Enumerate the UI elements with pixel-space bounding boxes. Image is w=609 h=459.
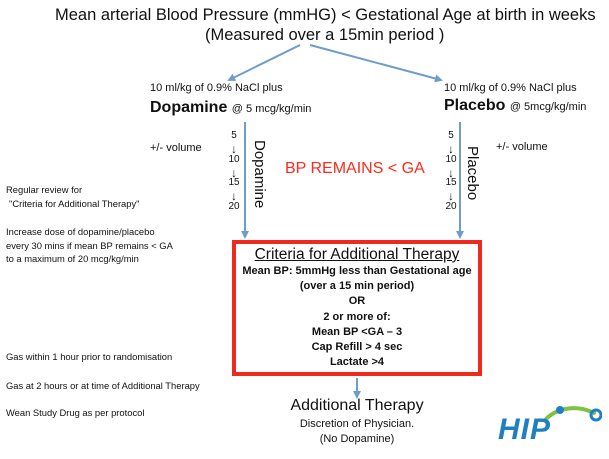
dopamine-step: 20 bbox=[228, 200, 240, 212]
placebo-volume: +/- volume bbox=[496, 141, 548, 153]
criteria-line: 2 or more of: bbox=[323, 310, 391, 323]
dopamine-step: 5 bbox=[231, 130, 237, 141]
logo-swoosh-icon bbox=[544, 406, 602, 422]
bp-remains-label: BP REMAINS < GA bbox=[285, 160, 425, 177]
criteria-line: Cap Refill > 4 sec bbox=[311, 341, 403, 354]
down-arrow-icon: ↓ bbox=[231, 189, 237, 204]
dopamine-steps: 5 ↓ 10 ↓ 15 ↓ 20 bbox=[226, 131, 242, 214]
down-arrow-icon: ↓ bbox=[448, 165, 454, 180]
increase-note-1: Increase dose of dopamine/placebo bbox=[6, 226, 155, 237]
review-note-2: "Criteria for Additional Therapy" bbox=[9, 198, 140, 209]
dopamine-dose: @ 5 mcg/kg/min bbox=[231, 103, 312, 115]
increase-note-2: every 30 mins if mean BP remains < GA bbox=[6, 240, 173, 251]
criteria-box: Criteria for Additional Therapy Mean BP:… bbox=[232, 240, 482, 376]
dopamine-drug: Dopamine bbox=[150, 99, 228, 116]
gas-note-2: Gas at 2 hours or at time of Additional … bbox=[6, 380, 200, 391]
outcome-title: Additional Therapy bbox=[290, 397, 424, 414]
criteria-heading: Criteria for Additional Therapy bbox=[254, 246, 460, 263]
dopamine-volume: +/- volume bbox=[150, 142, 202, 154]
criteria-line: (over a 15 min period) bbox=[299, 280, 415, 293]
placebo-fluid: 10 ml/kg of 0.9% NaCl plus bbox=[444, 82, 577, 94]
gas-note-1: Gas within 1 hour prior to randomisation bbox=[6, 351, 173, 362]
hip-logo: HIP bbox=[498, 403, 602, 447]
dopamine-step: 15 bbox=[228, 177, 240, 189]
down-arrow-icon: ↓ bbox=[231, 165, 237, 180]
down-arrow-icon: ↓ bbox=[448, 189, 454, 204]
placebo-step: 20 bbox=[445, 200, 457, 212]
placebo-step: 15 bbox=[445, 177, 457, 189]
review-note-1: Regular review for bbox=[6, 184, 83, 195]
placebo-heading: Placebo @ 5mcg/kg/min bbox=[444, 97, 586, 115]
placebo-step: 5 bbox=[448, 130, 454, 141]
placebo-drug: Placebo bbox=[444, 97, 506, 114]
outcome-line-1: Discretion of Physician. bbox=[299, 418, 415, 430]
outcome-block: Additional Therapy Discretion of Physici… bbox=[262, 397, 452, 445]
dopamine-step: 10 bbox=[228, 153, 240, 165]
wean-note: Wean Study Drug as per protocol bbox=[6, 407, 145, 418]
criteria-line: Mean BP: 5mmHg less than Gestational age bbox=[242, 265, 472, 277]
dopamine-vertical-label: Dopamine bbox=[251, 140, 268, 209]
down-arrow-icon: ↓ bbox=[448, 142, 454, 156]
criteria-line: Mean BP <GA – 3 bbox=[311, 325, 403, 338]
down-arrow-icon: ↓ bbox=[231, 142, 237, 156]
placebo-vertical-label: Placebo bbox=[464, 146, 481, 201]
logo-text: HIP bbox=[498, 413, 552, 446]
split-arrow-left bbox=[227, 44, 301, 81]
increase-note-3: to a maximum of 20 mcg/kg/min bbox=[6, 253, 139, 264]
dopamine-fluid: 10 ml/kg of 0.9% NaCl plus bbox=[150, 82, 283, 94]
page-subtitle: (Measured over a 15min period ) bbox=[205, 26, 445, 44]
outcome-line-2: (No Dopamine) bbox=[319, 433, 395, 445]
criteria-line: Lactate >4 bbox=[329, 356, 385, 369]
placebo-step: 10 bbox=[445, 153, 457, 165]
placebo-steps: 5 ↓ 10 ↓ 15 ↓ 20 bbox=[443, 131, 459, 214]
criteria-line: OR bbox=[348, 295, 366, 308]
split-arrow-right bbox=[309, 44, 443, 83]
placebo-dose: @ 5mcg/kg/min bbox=[509, 101, 587, 113]
page-title: Mean arterial Blood Pressure (mmHG) < Ge… bbox=[55, 6, 596, 24]
dopamine-heading: Dopamine @ 5 mcg/kg/min bbox=[150, 99, 311, 117]
